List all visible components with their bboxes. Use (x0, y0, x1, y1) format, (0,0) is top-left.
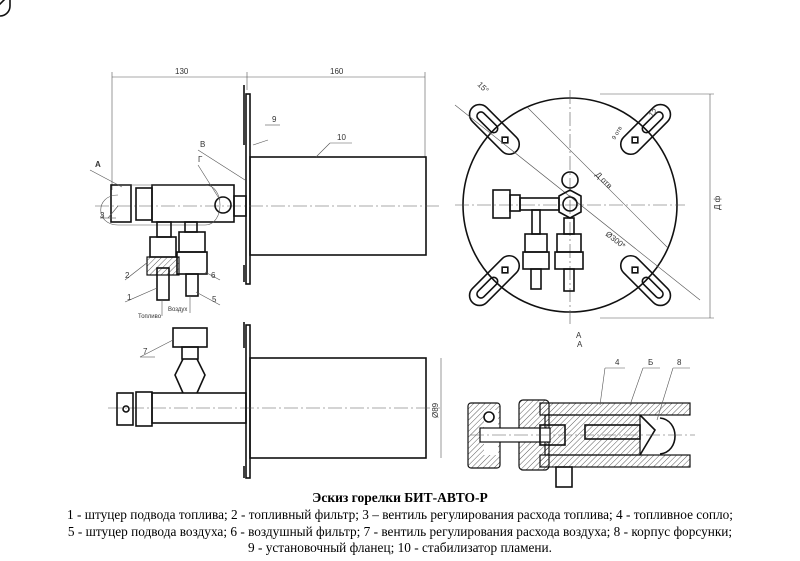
dim-160: 160 (330, 67, 344, 76)
legend: 1 - штуцер подвода топлива; 2 - топливны… (0, 507, 800, 557)
air-label: Воздух (168, 307, 187, 313)
burner-body (151, 184, 235, 223)
fuel-valve-knob-top (116, 392, 134, 426)
fuel-filter (146, 256, 180, 276)
callout-2: 2 (125, 271, 130, 280)
air-fitting (185, 273, 199, 297)
callout-10: 10 (337, 133, 346, 142)
fuel-valve-knob (110, 184, 132, 223)
callout-V: В (200, 140, 205, 149)
callout-6: 6 (211, 271, 216, 280)
air-filter (176, 251, 208, 275)
callout-B: Б (648, 358, 653, 367)
legend-line: 5 - штуцер подвода воздуха; 6 - воздушны… (67, 523, 733, 539)
dim-89: Ø89 (431, 402, 440, 418)
fuel-label: Топливо (138, 314, 162, 320)
legend-line: 9 - установочный фланец; 10 - стабилизат… (248, 540, 552, 555)
callout-4: 4 (615, 358, 620, 367)
fuel-fitting (156, 267, 170, 301)
callout-5: 5 (212, 295, 217, 304)
callout-A: А (95, 160, 101, 169)
air-valve-knob (172, 327, 208, 348)
side-view: 130 160 9 10 В Г А (89, 67, 440, 320)
legend-line: 1 - штуцер подвода топлива; 2 - топливны… (67, 507, 733, 522)
callout-G: Г (198, 155, 203, 164)
dim-slot: 12 (647, 106, 660, 119)
detail-label-A: А (577, 340, 583, 349)
callout-7: 7 (143, 347, 148, 356)
callout-3: 3 (100, 211, 105, 220)
view-label-A: А (576, 331, 582, 340)
dim-130: 130 (175, 67, 189, 76)
dim-d-hole: Д отв (594, 170, 614, 190)
front-view: Д отв Ø300* 15° 12 9 отв Д ф А (0, 0, 722, 340)
detail-section: А 4 Б 8 (467, 340, 695, 488)
callout-9: 9 (272, 115, 277, 124)
dim-angle: 15° (476, 80, 491, 95)
drawing-title: Эскиз горелки БИТ-АВТО-Р (312, 490, 488, 505)
callout-8: 8 (677, 358, 682, 367)
dim-d-flange: Д ф (713, 195, 722, 210)
callout-1: 1 (127, 293, 132, 302)
top-view: 7 Ø89 (108, 322, 442, 479)
